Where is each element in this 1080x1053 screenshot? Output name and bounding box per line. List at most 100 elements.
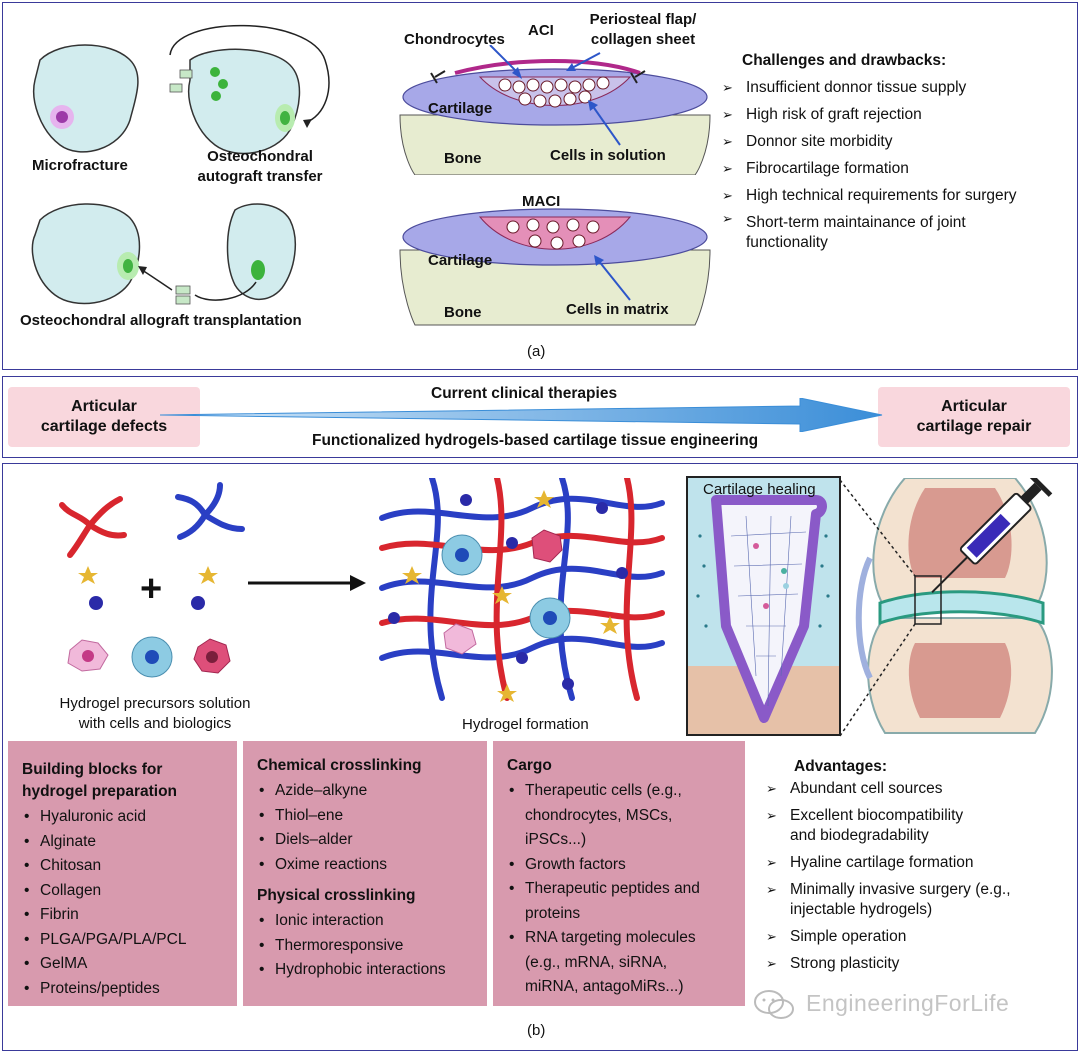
challenge-item: Fibrocartilage formation xyxy=(722,155,1052,182)
watermark-text: EngineeringForLife xyxy=(806,990,1010,1016)
plus-sign: + xyxy=(140,568,163,610)
panel-a xyxy=(2,2,1078,370)
challenge-item: High risk of graft rejection xyxy=(722,101,1052,128)
advantage-item: Excellent biocompatibility and biodegrad… xyxy=(766,806,990,846)
autograft-knee xyxy=(188,48,301,155)
star-icon xyxy=(78,566,98,584)
allograft-knee-left xyxy=(31,203,141,305)
building-block-item: PLGA/PGA/PLA/PCL xyxy=(22,928,223,953)
chemical-item: Oxime reactions xyxy=(257,853,473,878)
building-blocks-title-line1: Building blocks for xyxy=(22,761,163,778)
physical-item: Thermoresponsive xyxy=(257,934,473,959)
building-block-item: Hyaluronic acid xyxy=(22,805,223,830)
challenges-list: Insufficient donnor tissue supply High r… xyxy=(722,74,1052,253)
building-blocks-title-line2: hydrogel preparation xyxy=(22,783,178,800)
challenge-item: Short-term maintainance of joint functio… xyxy=(722,209,1016,253)
physical-crosslinking-title: Physical crosslinking xyxy=(257,887,416,904)
allograft-label: Osteochondral allograft transplantation xyxy=(20,312,302,329)
maci-cartilage-label: Cartilage xyxy=(428,252,493,269)
challenge-item: Donnor site morbidity xyxy=(722,128,1052,155)
precursors-line2: with cells and biologics xyxy=(78,715,232,732)
maci-cells-label: Cells in matrix xyxy=(566,301,669,318)
aci-cartilage-label: Cartilage xyxy=(428,100,493,117)
cargo-item: RNA targeting molecules (e.g., mRNA, siR… xyxy=(507,926,717,1000)
cargo-title: Cargo xyxy=(507,757,552,774)
cartilage-healing-inset xyxy=(686,476,841,736)
precursors-line1: Hydrogel precursors solution xyxy=(59,695,251,712)
defects-line1: Articular xyxy=(71,398,137,415)
chemical-crosslinking-title: Chemical crosslinking xyxy=(257,757,422,774)
physical-crosslinking-list: Ionic interaction Thermoresponsive Hydro… xyxy=(257,909,473,983)
autograft-label: Osteochondral autograft transfer xyxy=(175,147,345,187)
building-block-item: GelMA xyxy=(22,952,223,977)
chemical-item: Azide–alkyne xyxy=(257,779,473,804)
building-block-item: Chitosan xyxy=(22,854,223,879)
advantage-item: Strong plasticity xyxy=(766,954,1036,974)
cargo-item: Therapeutic peptides and proteins xyxy=(507,877,717,926)
advantage-item: Simple operation xyxy=(766,927,1036,947)
repair-line1: Articular xyxy=(941,398,1007,415)
building-blocks-box: Building blocks for hydrogel preparation… xyxy=(8,741,237,1006)
advantages-list: Abundant cell sources Excellent biocompa… xyxy=(766,779,1036,974)
wechat-logo-icon xyxy=(754,990,794,1019)
flow-panel xyxy=(2,376,1078,458)
defects-line2: cartilage defects xyxy=(40,418,168,435)
aci-bone-label: Bone xyxy=(444,150,482,167)
star-icon xyxy=(402,566,422,584)
advantage-item: Hyaline cartilage formation xyxy=(766,853,1036,873)
flow-arrow xyxy=(160,398,883,432)
maci-diagram xyxy=(399,208,711,326)
physical-item: Ionic interaction xyxy=(257,909,473,934)
aci-chondrocytes-label: Chondrocytes xyxy=(404,31,505,48)
allograft-knee-right xyxy=(226,203,297,301)
cartilage-healing-label: Cartilage healing xyxy=(703,481,816,498)
inset-connector-lines xyxy=(839,479,916,737)
advantage-item: Abundant cell sources xyxy=(766,779,1036,799)
star-icon xyxy=(492,586,512,604)
building-block-item: Fibrin xyxy=(22,903,223,928)
flow-bottom-label: Functionalized hydrogels-based cartilage… xyxy=(312,432,759,449)
autograft-label-line1: Osteochondral xyxy=(207,148,313,165)
hydrogel-network xyxy=(379,478,665,702)
aci-flap-line2: collagen sheet xyxy=(590,31,696,48)
microfracture-label: Microfracture xyxy=(32,157,128,174)
maci-bone-label: Bone xyxy=(444,304,482,321)
aci-diagram xyxy=(399,59,711,175)
aci-title: ACI xyxy=(528,22,554,39)
knee-illustrations xyxy=(31,24,330,305)
aci-cells xyxy=(498,76,610,108)
microfracture-knee xyxy=(33,44,139,153)
flow-top-label: Current clinical therapies xyxy=(431,385,618,402)
cargo-list: Therapeutic cells (e.g., chondrocytes, M… xyxy=(507,779,717,1000)
panel-b xyxy=(2,463,1078,1051)
challenge-item: High technical requirements for surgery xyxy=(722,182,1052,209)
physical-item: Hydrophobic interactions xyxy=(257,958,473,983)
chemical-crosslinking-list: Azide–alkyne Thiol–ene Diels–alder Oxime… xyxy=(257,779,473,877)
autograft-label-line2: autograft transfer xyxy=(197,168,323,185)
chemical-item: Diels–alder xyxy=(257,828,473,853)
panel-b-caption: (b) xyxy=(527,1022,546,1039)
star-icon xyxy=(600,616,620,634)
star-icon xyxy=(534,490,554,508)
aci-maci-pointers xyxy=(489,45,631,301)
building-block-item: Proteins/peptides xyxy=(22,977,223,1002)
precursors-illustration xyxy=(59,482,366,678)
chemical-item: Thiol–ene xyxy=(257,804,473,829)
crosslinking-box: Chemical crosslinking Azide–alkyne Thiol… xyxy=(243,741,487,1006)
building-block-item: Alginate xyxy=(22,830,223,855)
challenges-title: Challenges and drawbacks: xyxy=(742,52,947,69)
maci-title: MACI xyxy=(522,193,561,210)
maci-cells xyxy=(506,218,600,250)
challenge-item: Insufficient donnor tissue supply xyxy=(722,74,1052,101)
defects-box: Articular cartilage defects xyxy=(8,387,200,447)
precursors-label: Hydrogel precursors solution with cells … xyxy=(30,694,280,734)
aci-flap-label: Periosteal flap/ collagen sheet xyxy=(578,10,708,50)
aci-flap-line1: Periosteal flap/ xyxy=(589,11,697,28)
aci-cells-label: Cells in solution xyxy=(550,147,666,164)
building-block-item: Collagen xyxy=(22,879,223,904)
cargo-item: Therapeutic cells (e.g., chondrocytes, M… xyxy=(507,779,717,853)
star-icon xyxy=(198,566,218,584)
hydrogel-formation-label: Hydrogel formation xyxy=(462,716,589,733)
advantages-title: Advantages: xyxy=(794,758,888,775)
